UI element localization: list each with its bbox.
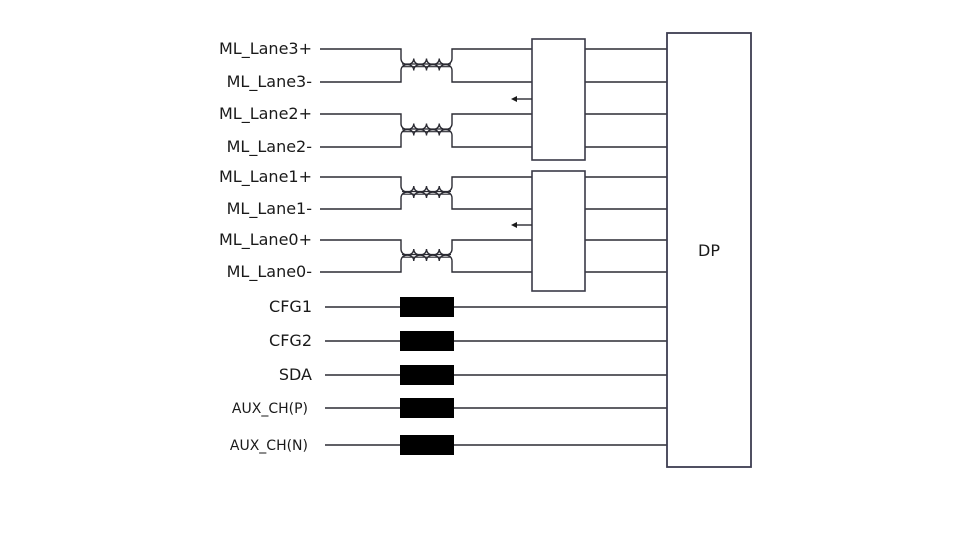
lane-wire-negative-in <box>320 70 402 83</box>
choke-winding-top <box>400 185 453 193</box>
lane-wire-positive-mid <box>451 113 532 124</box>
lane-wire-negative-mid <box>451 198 532 210</box>
common-mode-choke-icon <box>400 58 453 71</box>
choke-winding-bottom <box>400 63 453 71</box>
lane-wire-positive-in <box>320 113 402 124</box>
choke-winding-top <box>400 248 453 256</box>
lane-wire-negative-in <box>320 135 402 148</box>
lane-label-negative: ML_Lane0- <box>227 262 312 282</box>
chokes-layer <box>400 58 453 262</box>
resistor-icon <box>400 365 454 385</box>
lane-wire-positive-in <box>320 176 402 186</box>
resistor-icon <box>400 331 454 351</box>
lane-label-positive: ML_Lane3+ <box>219 39 312 59</box>
wires-layer <box>320 48 667 446</box>
common-mode-choke-icon <box>400 248 453 262</box>
signal-label: CFG2 <box>269 331 312 350</box>
lane-wire-positive-mid <box>451 176 532 186</box>
lane-wire-positive-mid <box>451 239 532 249</box>
labels-layer: ML_Lane3+ ML_Lane3- ML_Lane2+ ML_Lane2- ML_L… <box>219 39 312 454</box>
resistor-icon <box>400 398 454 418</box>
arrow-left-icon <box>511 222 517 228</box>
lane-wire-negative-in <box>320 198 402 210</box>
common-mode-choke-icon <box>400 185 453 199</box>
signal-label: CFG1 <box>269 297 312 316</box>
dp-connector-box <box>666 32 752 468</box>
signal-label: SDA <box>279 365 312 384</box>
choke-winding-top <box>400 58 453 66</box>
lane-label-positive: ML_Lane2+ <box>219 104 312 124</box>
resistor-icon <box>400 297 454 317</box>
choke-winding-bottom <box>400 254 453 262</box>
resistors-layer <box>400 297 454 455</box>
lane-wire-positive-in <box>320 48 402 59</box>
choke-winding-top <box>400 123 453 131</box>
lane-wire-negative-mid <box>451 261 532 273</box>
common-mode-choke-icon <box>400 123 453 136</box>
lane-label-positive: ML_Lane0+ <box>219 230 312 250</box>
dp-connector-label: DP <box>698 241 720 260</box>
signal-label: AUX_CH(N) <box>230 438 308 454</box>
lane-label-negative: ML_Lane2- <box>227 137 312 157</box>
choke-winding-bottom <box>400 128 453 136</box>
lane-wire-positive-in <box>320 239 402 249</box>
esd-layer <box>511 38 586 292</box>
lane-label-negative: ML_Lane1- <box>227 199 312 219</box>
lane-wire-positive-mid <box>451 48 532 59</box>
lane-label-negative: ML_Lane3- <box>227 72 312 92</box>
lane-wire-negative-in <box>320 261 402 273</box>
lane-wire-negative-mid <box>451 135 532 148</box>
esd-protection-box <box>531 170 586 292</box>
esd-protection-box <box>531 38 586 161</box>
lane-label-positive: ML_Lane1+ <box>219 167 312 187</box>
resistor-icon <box>400 435 454 455</box>
signal-label: AUX_CH(P) <box>232 401 308 417</box>
lane-wire-negative-mid <box>451 70 532 83</box>
choke-winding-bottom <box>400 191 453 199</box>
arrow-left-icon <box>511 96 517 102</box>
